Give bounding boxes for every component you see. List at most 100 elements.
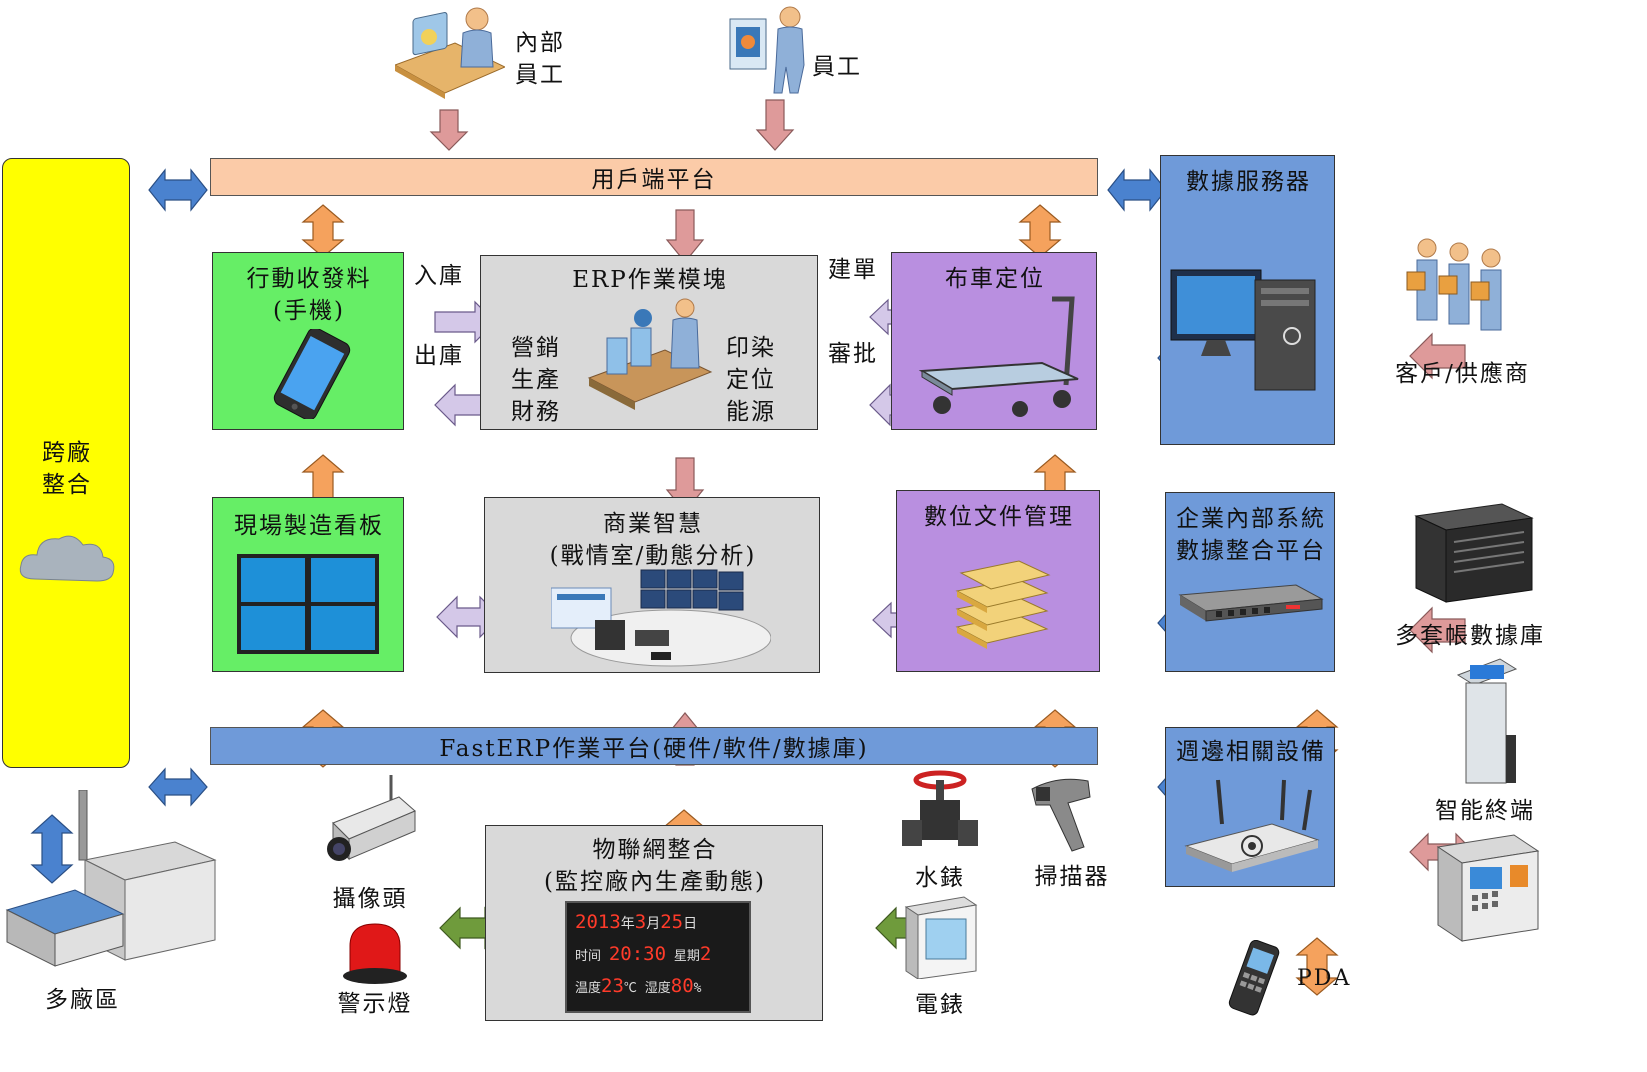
led-time: 20:30: [608, 943, 667, 965]
kanban-box: 現場製造看板: [212, 497, 404, 672]
scanner-label: 掃描器: [1034, 864, 1110, 890]
mobile-label-line2: (手機): [273, 298, 345, 324]
iot-label-line2: (監控廠內生產動態): [544, 869, 766, 895]
factory-icon: [5, 790, 217, 967]
docs-label: 數位文件管理: [924, 504, 1074, 530]
erp-right-1: 印染: [726, 335, 776, 361]
bi-label-line2: (戰情室/動態分析): [549, 543, 757, 569]
water-meter-group: 水錶: [895, 770, 985, 891]
led-time-label: 时间: [575, 949, 602, 964]
video-wall-icon: [237, 554, 379, 654]
control-room-icon: [551, 569, 771, 667]
camera-group: 攝像頭: [315, 775, 425, 912]
cross-plant-label-line1: 跨廠: [42, 440, 92, 466]
arrow-cross-plant-client: [148, 168, 208, 212]
wireless-router-icon: [1184, 779, 1320, 872]
peripheral-box: 週邊相關設備: [1165, 727, 1335, 887]
bi-box: 商業智慧 (戰情室/動態分析): [484, 497, 820, 673]
pda-label: PDA: [1297, 966, 1352, 991]
attendance-terminal-icon: [1436, 834, 1540, 942]
staff-internal-label-line2: 員工: [515, 62, 565, 88]
documents-stack-icon: [955, 560, 1051, 649]
bi-label-line1: 商業智慧: [603, 511, 703, 537]
peripheral-label: 週邊相關設備: [1176, 739, 1326, 765]
arrow-client-mobile: [301, 204, 345, 258]
fasterp-bar: FastERP作業平台(硬件/軟件/數據庫): [210, 727, 1098, 765]
kanban-label: 現場製造看板: [234, 513, 384, 539]
arrow-staff-internal-down: [429, 109, 469, 151]
erp-module-title: ERP作業模塊: [572, 267, 728, 293]
fasterp-label: FastERP作業平台(硬件/軟件/數據庫): [439, 736, 869, 762]
cross-plant-label-line2: 整合: [42, 472, 92, 498]
smartphone-icon: [273, 329, 351, 419]
iot-label-line1: 物聯網整合: [592, 837, 718, 863]
erp-left-1: 營銷: [511, 335, 561, 361]
create-order-label: 建單: [828, 257, 878, 283]
alarm-light-icon: [343, 923, 407, 984]
led-hum-label: 湿度: [644, 981, 671, 996]
customer-supplier-label: 客戶/供應商: [1395, 361, 1530, 387]
valve-icon: [902, 770, 978, 846]
led-month-unit: 月: [646, 916, 661, 932]
led-display: 2013年3月25日 时间 20:30 星期2 温度23℃ 湿度80%: [565, 901, 751, 1013]
led-day: 25: [660, 911, 684, 933]
arrow-cross-plant-fasterp: [148, 767, 208, 807]
erp-left-3: 財務: [511, 399, 561, 425]
led-temp: 23: [601, 975, 624, 997]
power-meter-label: 電錶: [915, 992, 965, 1018]
smart-terminal-label: 智能終端: [1435, 798, 1535, 824]
erp-left-2: 生產: [511, 367, 561, 393]
database-rack-icon: [1414, 503, 1534, 603]
led-year-unit: 年: [620, 916, 635, 932]
multi-db-group: 多套帳數據庫: [1390, 496, 1550, 649]
led-temp-unit: ℃: [623, 981, 637, 996]
cart-icon: [918, 296, 1079, 417]
data-server-box: 數據服務器: [1160, 155, 1335, 445]
data-server-label: 數據服務器: [1186, 169, 1311, 195]
camera-label: 攝像頭: [332, 886, 408, 912]
led-year: 2013: [575, 911, 621, 933]
mobile-box: 行動收發料 (手機): [212, 252, 404, 430]
arrow-customer-server: [1409, 332, 1466, 380]
approve-label: 審批: [828, 341, 878, 367]
led-month: 3: [634, 911, 647, 933]
iot-box: 物聯網整合 (監控廠內生產動態) 2013年3月25日 时间 20:30 星期 2…: [485, 825, 823, 1021]
erp-right-2: 定位: [726, 367, 776, 393]
cart-label: 布車定位: [945, 266, 1045, 292]
erp-right-3: 能源: [726, 399, 776, 425]
client-platform-bar: 用戶端平台: [210, 158, 1098, 196]
network-switch-icon: [1178, 584, 1324, 622]
pda-device-icon: [1228, 940, 1280, 1016]
arrow-cross-plant-multi-plant: [30, 814, 74, 884]
desk-worker-icon: [393, 7, 507, 99]
multi-plant-label: 多廠區: [45, 987, 120, 1013]
led-temp-label: 温度: [575, 981, 602, 996]
erp-module-box: ERP作業模塊 營銷 生產 財務 印染 定位 能源: [480, 255, 818, 430]
led-week-label: 星期: [673, 949, 700, 964]
barcode-scanner-icon: [1031, 778, 1091, 852]
camera-icon: [327, 775, 416, 861]
enterprise-label-line1: 企業內部系統: [1176, 506, 1326, 532]
pda-group: PDA: [1225, 940, 1349, 1020]
led-day-unit: 日: [683, 916, 698, 932]
scanner-group: 掃描器: [1022, 775, 1122, 890]
arrow-client-server: [1107, 168, 1167, 212]
cloud-icon: [19, 535, 115, 582]
arrow-client-erp: [665, 209, 705, 263]
mobile-label-line1: 行動收發料: [246, 266, 372, 292]
enterprise-box: 企業內部系統 數據整合平台: [1165, 492, 1335, 672]
in-stock-label: 入庫: [414, 263, 464, 289]
presenter-icon: [729, 6, 805, 94]
arrow-staff-down: [755, 99, 795, 151]
staff-label: 員工: [812, 54, 862, 80]
server-computer-icon: [1170, 269, 1316, 391]
cross-plant-panel: 跨廠 整合: [2, 158, 130, 768]
power-meter-icon: [904, 896, 978, 979]
smart-terminal-group: 智能終端: [1420, 655, 1550, 955]
customer-supplier-group: 客戶/供應商: [1380, 236, 1545, 387]
staff-group: 員工: [728, 5, 898, 100]
people-group-icon: [1406, 238, 1502, 331]
multi-plant-group: 多廠區: [5, 790, 225, 1020]
multi-db-label: 多套帳數據庫: [1395, 623, 1545, 649]
power-meter-group: 電錶: [895, 895, 985, 1020]
